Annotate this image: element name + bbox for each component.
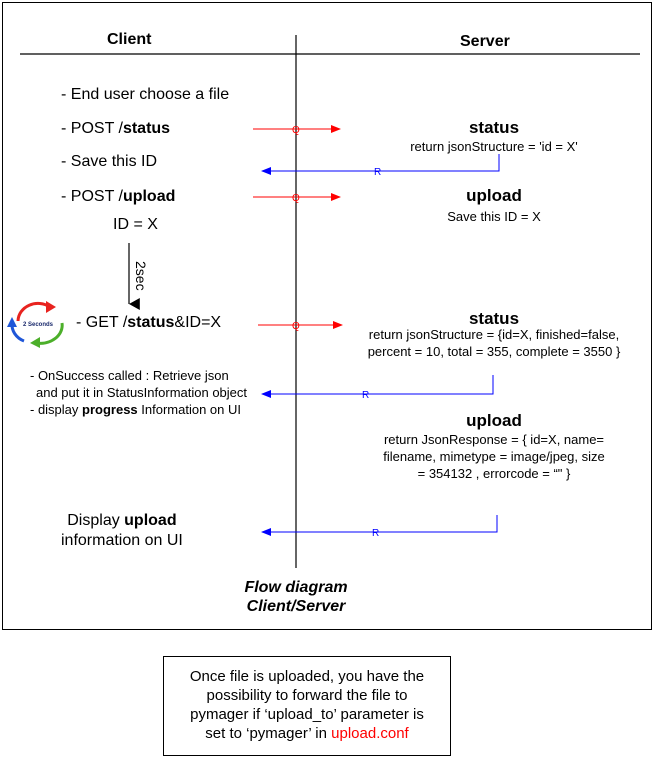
step-display-progress-prefix: - display — [30, 402, 83, 417]
step-id-value: ID = X — [113, 216, 158, 233]
server-upload-result-title: upload — [466, 411, 522, 430]
step-get-status-endpoint: status — [127, 314, 175, 331]
server-status-poll-title: status — [468, 309, 520, 328]
server-upload-body: Save this ID = X — [447, 209, 541, 224]
step-post-status-endpoint: status — [122, 120, 171, 137]
step-save-id: - Save this ID — [61, 153, 158, 170]
server-upload-result-line3: = 354132 , errorcode = “" } — [417, 466, 571, 481]
server-header: Server — [460, 33, 510, 50]
request-arrow-status-poll: Q — [258, 321, 343, 332]
response-label: R — [374, 167, 381, 178]
step-post-upload-endpoint: upload — [122, 188, 176, 205]
response-arrow-upload: R — [261, 515, 498, 539]
server-upload-result-line2: filename, mimetype = image/jpeg, size — [383, 449, 605, 464]
step-display-upload-keyword: upload — [124, 512, 177, 529]
info-note-box: Once file is uploaded, you have the poss… — [163, 656, 451, 756]
server-status-body: return jsonStructure = 'id = X' — [410, 139, 578, 154]
step-display-upload: Display upload information on UI — [61, 511, 183, 551]
server-upload-result-line1: return JsonResponse = { id=X, name= — [383, 432, 605, 447]
step-post-upload-prefix: - POST / — [61, 188, 123, 205]
step-get-status-prefix: - GET / — [76, 314, 128, 331]
request-label: Q — [292, 193, 300, 204]
server-upload-result-body: return JsonResponse = { id=X, name= file… — [374, 431, 614, 482]
diagram-frame — [2, 2, 652, 630]
server-status-poll-line1: return jsonStructure = {id=X, finished=f… — [368, 327, 620, 342]
diagram-caption: Flow diagram Client/Server — [216, 578, 376, 616]
server-status-poll-line2: percent = 10, total = 355, complete = 35… — [367, 344, 621, 359]
note-line4: set to ‘pymager’ in upload.conf — [164, 724, 450, 743]
note-line3: pymager if ‘upload_to’ parameter is — [190, 706, 424, 723]
request-arrow-status: Q — [253, 125, 341, 136]
note-line1: Once file is uploaded, you have the — [189, 668, 425, 685]
step-choose-file: - End user choose a file — [61, 86, 230, 103]
flow-diagram-lines: Q R Q Q R R 2sec — [20, 35, 640, 568]
step-display-progress-suffix: Information on UI — [137, 402, 241, 417]
step-display-progress: - display progress Information on UI — [30, 401, 247, 418]
step-post-status-prefix: - POST / — [61, 120, 123, 137]
caption-line2: Client/Server — [246, 598, 346, 615]
step-get-status: - GET /status&ID=X — [76, 314, 221, 332]
step-onsuccess-line2: and put it in StatusInformation object — [36, 385, 248, 400]
step-post-upload: - POST /upload — [61, 188, 175, 206]
request-label: Q — [292, 321, 300, 332]
server-status-title: status — [468, 118, 520, 137]
badge-label: 2 Seconds — [23, 322, 54, 328]
request-label: Q — [292, 125, 300, 136]
client-header: Client — [107, 31, 152, 48]
response-label: R — [362, 390, 369, 401]
step-display-upload-line1: Display upload — [61, 511, 183, 531]
caption-line1: Flow diagram — [244, 579, 348, 596]
step-display-upload-line2: information on UI — [61, 532, 183, 549]
response-arrow-status-poll: R — [261, 375, 494, 401]
response-arrow-status: R — [261, 154, 500, 178]
server-upload-title: upload — [466, 186, 522, 205]
note-line2: possibility to forward the file to — [206, 687, 408, 704]
step-display-upload-prefix: Display — [67, 512, 125, 529]
wait-label: 2sec — [133, 261, 149, 291]
request-arrow-upload: Q — [253, 193, 341, 204]
step-post-status: - POST /status — [61, 120, 170, 138]
step-onsuccess: - OnSuccess called : Retrieve json and p… — [30, 367, 247, 418]
step-display-progress-keyword: progress — [82, 402, 138, 417]
step-onsuccess-line1: - OnSuccess called : Retrieve json — [30, 368, 229, 383]
step-get-status-suffix: &ID=X — [174, 314, 222, 331]
config-file-name: upload.conf — [331, 725, 409, 742]
response-label: R — [372, 528, 379, 539]
server-status-poll-body: return jsonStructure = {id=X, finished=f… — [364, 326, 624, 360]
note-line4-prefix: set to ‘pymager’ in — [205, 725, 332, 742]
refresh-cycle-icon: 2 Seconds — [7, 301, 64, 348]
